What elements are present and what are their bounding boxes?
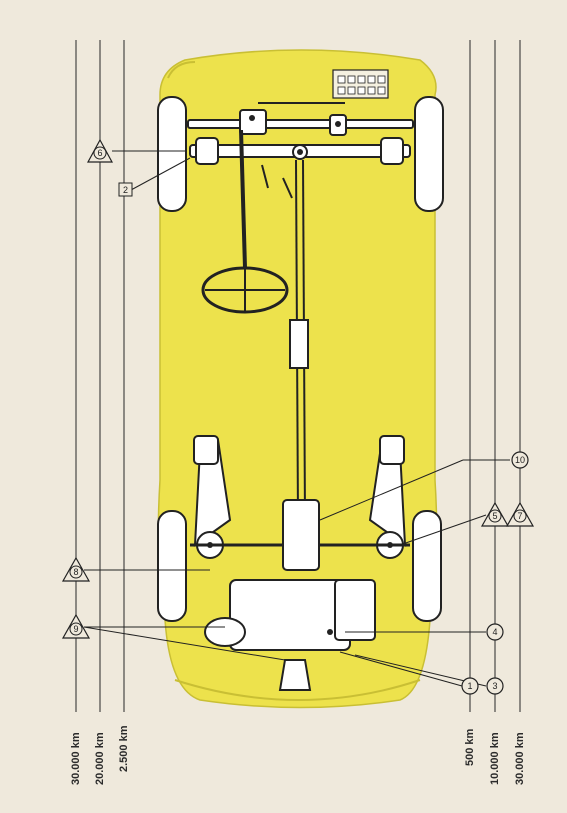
steering bbox=[201, 129, 289, 314]
interval-label-500-right: 500 km bbox=[464, 728, 476, 766]
interval-label-20000-left: 20.000 km bbox=[94, 732, 106, 785]
callout-8: 8 bbox=[61, 556, 91, 582]
rear-suspension bbox=[190, 435, 410, 559]
callout-5: 5 bbox=[480, 501, 510, 527]
wheel-front-right bbox=[414, 96, 444, 212]
callout-6-label: 6 bbox=[97, 148, 102, 158]
callout-5-label: 5 bbox=[492, 511, 497, 521]
callout-4-label: 4 bbox=[492, 627, 497, 637]
callout-10: 10 bbox=[511, 451, 529, 469]
wheel-rear-right bbox=[412, 510, 442, 622]
callout-10-label: 10 bbox=[515, 455, 525, 465]
interval-label-2500-left: 2.500 km bbox=[118, 725, 130, 772]
callout-8-label: 8 bbox=[73, 567, 78, 577]
engine-assembly bbox=[204, 499, 376, 691]
callout-4: 4 bbox=[486, 623, 504, 641]
callout-9-label: 9 bbox=[73, 624, 78, 634]
callout-6: 6 bbox=[86, 138, 114, 163]
wheel-front-left bbox=[157, 96, 187, 212]
wheel-rear-left bbox=[157, 510, 187, 622]
callout-3: 3 bbox=[486, 677, 504, 695]
callout-7: 7 bbox=[505, 501, 535, 527]
callout-3-label: 3 bbox=[492, 681, 497, 691]
callout-1: 1 bbox=[461, 677, 479, 695]
callout-7-label: 7 bbox=[517, 511, 522, 521]
lube-points bbox=[207, 115, 393, 635]
interval-label-10000-right: 10.000 km bbox=[489, 732, 501, 785]
central-tube bbox=[261, 159, 309, 521]
rear-bumper bbox=[174, 679, 421, 701]
interval-label-30000-left: 30.000 km bbox=[70, 732, 82, 785]
instrument-panel bbox=[332, 69, 389, 99]
engine-block bbox=[229, 579, 351, 651]
gearbox bbox=[282, 499, 320, 571]
callout-2: 2 bbox=[118, 182, 133, 197]
front-bumper bbox=[167, 61, 196, 79]
callout-2-label: 2 bbox=[123, 185, 128, 195]
callout-9: 9 bbox=[61, 613, 91, 639]
callout-1-label: 1 bbox=[467, 681, 472, 691]
interval-label-30000-right: 30.000 km bbox=[514, 732, 526, 785]
